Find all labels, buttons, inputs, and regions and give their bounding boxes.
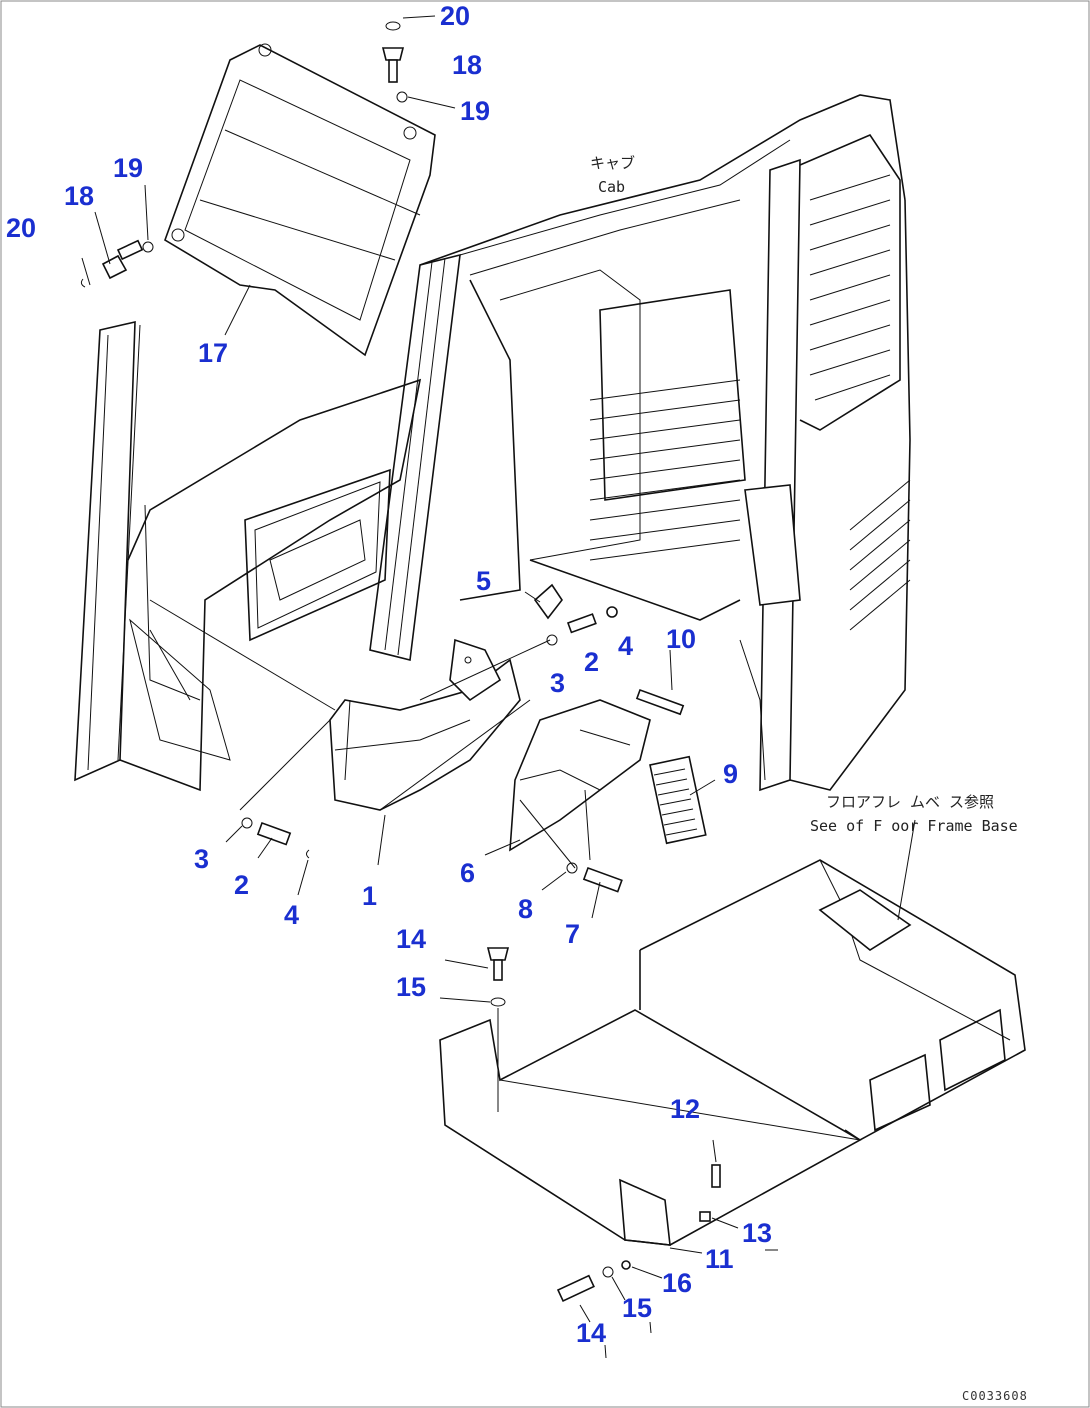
callout-4-right: 4	[618, 631, 633, 661]
callout-11: 11	[705, 1244, 734, 1274]
callout-16: 16	[662, 1268, 692, 1298]
leader-lines	[81, 15, 916, 1359]
hardware-parts	[80, 21, 685, 893]
callout-4-left: 4	[284, 900, 299, 930]
console-part-1	[329, 638, 521, 811]
callout-12: 12	[670, 1094, 700, 1124]
callout-14-bottom: 14	[576, 1318, 606, 1348]
callout-20-top: 20	[440, 1, 470, 31]
callout-3-right: 3	[550, 668, 565, 698]
callout-18-top: 18	[452, 50, 482, 80]
note-floor-japanese: フロアフレ ムベ ス参照	[826, 793, 994, 811]
note-cab-japanese: キャブ	[590, 154, 635, 172]
callout-19-left: 19	[113, 153, 143, 183]
callout-5: 5	[476, 566, 491, 596]
grille-part-9	[649, 755, 707, 845]
callout-2-left: 2	[234, 870, 249, 900]
callout-8: 8	[518, 894, 533, 924]
cab-structure	[74, 94, 911, 792]
callout-7: 7	[565, 919, 580, 949]
callout-19-top: 19	[460, 96, 490, 126]
callout-6: 6	[460, 858, 475, 888]
floor-frame-base	[439, 859, 1026, 1302]
callout-9: 9	[723, 759, 738, 789]
callout-15-bottom: 15	[622, 1293, 652, 1323]
roof-cover-17	[164, 43, 436, 357]
duct-part-6	[509, 699, 651, 861]
callout-2-right: 2	[584, 647, 599, 677]
note-floor-english: See of F oor Frame Base	[810, 817, 1018, 835]
note-cab-english: Cab	[598, 178, 625, 196]
callout-20-left: 20	[6, 213, 36, 243]
callout-3-left: 3	[194, 844, 209, 874]
callout-10: 10	[666, 624, 696, 654]
drawing-code: C0033608	[962, 1389, 1028, 1403]
callout-17: 17	[198, 338, 228, 368]
callout-18-left: 18	[64, 181, 94, 211]
callout-14-top: 14	[396, 924, 426, 954]
callout-15-top: 15	[396, 972, 426, 1002]
callout-1: 1	[362, 881, 377, 911]
callout-13: 13	[742, 1218, 772, 1248]
